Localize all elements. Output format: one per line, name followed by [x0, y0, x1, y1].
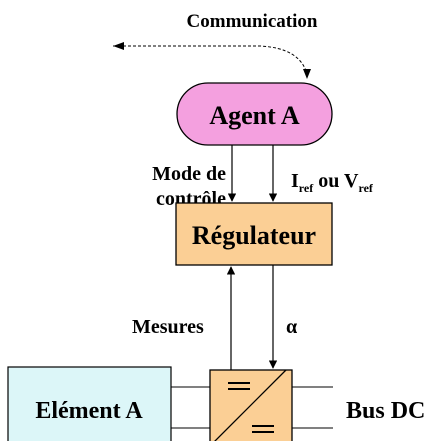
regulateur-label: Régulateur	[192, 221, 316, 250]
communication-arrow-down	[303, 69, 311, 79]
communication-link	[113, 45, 308, 75]
regulateur-box	[175, 202, 333, 266]
element-label: Elément A	[35, 398, 143, 424]
agent-box	[176, 82, 333, 146]
bus-label: Bus DC	[346, 398, 425, 424]
mesures-label: Mesures	[132, 316, 204, 338]
vref-sub: ref	[358, 181, 373, 195]
agent-label: Agent A	[209, 101, 300, 130]
mode-label-line1: Mode de	[152, 163, 226, 185]
iref-sub: ref	[299, 181, 314, 195]
alpha-label: α	[286, 316, 297, 338]
converter-icon	[209, 369, 293, 441]
element-box	[7, 366, 172, 441]
communication-label: Communication	[187, 11, 318, 32]
vref-letter: V	[344, 170, 359, 192]
reference-label: Iref ou Vref	[291, 170, 374, 195]
ou-word: ou	[313, 170, 344, 192]
communication-arrow-left	[113, 42, 124, 50]
iref-letter: I	[291, 170, 299, 192]
